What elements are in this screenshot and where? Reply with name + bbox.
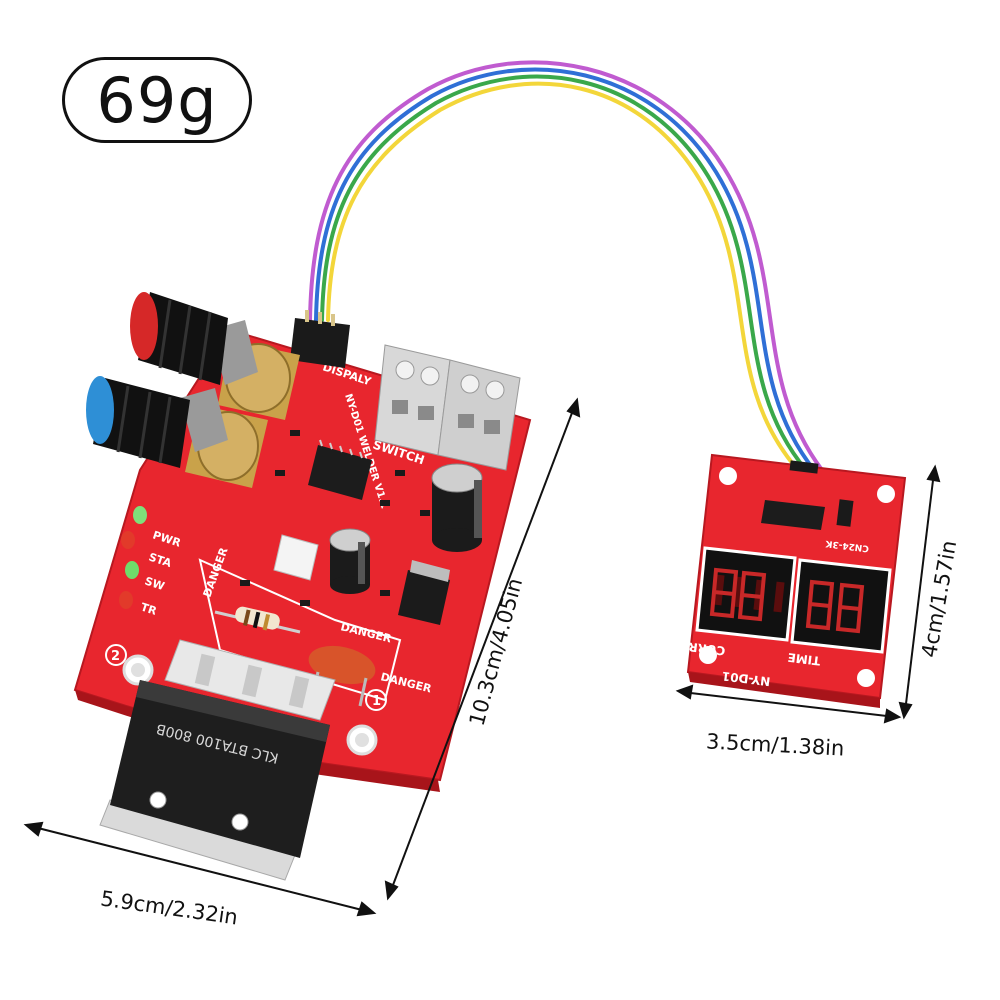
capacitor-large	[431, 463, 483, 552]
arrow-display-width	[681, 691, 896, 718]
led-labels: PWR STA SW TR	[139, 528, 183, 617]
weight-badge: 69g	[62, 57, 252, 143]
ic-chip	[308, 445, 372, 500]
capacitor-small	[329, 528, 371, 594]
seven-segment-time	[790, 558, 892, 654]
arrow-main-width	[29, 825, 371, 913]
smd-components	[240, 430, 430, 606]
time-label: TIME	[787, 650, 821, 668]
wire-purple	[308, 60, 824, 472]
dimension-arrows	[23, 397, 941, 917]
led-label-sw: SW	[143, 574, 166, 593]
voltage-regulator	[398, 570, 450, 625]
potentiometer-blue	[86, 376, 268, 488]
terminal-blocks	[374, 344, 521, 471]
red-knob-icon	[130, 292, 228, 385]
arrow-main-height	[389, 404, 576, 894]
leds	[119, 506, 147, 609]
display-board: CN24-3K CURRENT TIME NY-D01	[661, 453, 907, 708]
potentiometer-red	[130, 292, 300, 420]
terminal-1-label: 1	[372, 694, 381, 709]
wire-yellow	[326, 81, 800, 472]
optocoupler	[273, 534, 319, 581]
ribbon-cable	[308, 60, 824, 472]
display-header	[290, 310, 350, 368]
wire-blue	[314, 67, 816, 472]
terminal-2-label: 2	[111, 649, 120, 664]
arrow-display-height	[904, 471, 935, 713]
triac: KLC BTA100 800B	[99, 639, 336, 881]
main-board: DANGER DANGER DANGER 2 1 DISPALY NY-D01 …	[73, 292, 532, 881]
led-label-tr: TR	[139, 600, 159, 617]
resistor	[214, 606, 301, 634]
display-model-label: NY-D01	[721, 669, 771, 689]
seven-segment-current	[695, 546, 797, 642]
blue-knob-icon	[86, 376, 190, 468]
display-driver-chip	[761, 500, 825, 530]
wire-green	[320, 74, 808, 472]
